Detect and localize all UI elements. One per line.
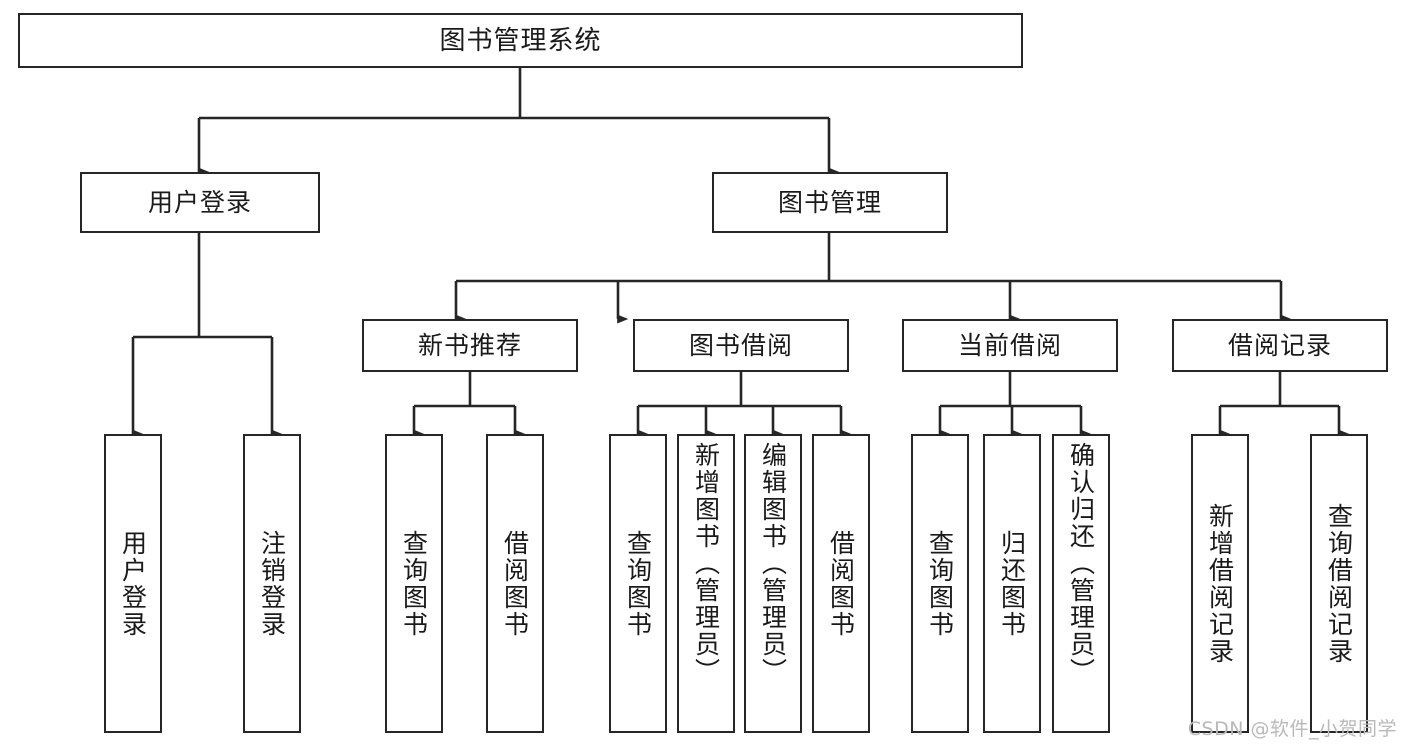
node-leaf-borrow-book-2[interactable]: 借阅图书	[812, 434, 870, 733]
node-leaf-query-book-3[interactable]: 查询图书	[911, 434, 969, 733]
node-book-manage[interactable]: 图书管理	[712, 172, 948, 233]
node-leaf-user-login-label: 用户登录	[118, 529, 148, 638]
node-leaf-borrow-book-1[interactable]: 借阅图书	[486, 434, 544, 733]
node-leaf-query-book-1-label: 查询图书	[399, 529, 429, 638]
node-leaf-confirm-return-label: 确认归还（管理员）	[1066, 442, 1096, 685]
node-book-borrow-label: 图书借阅	[688, 331, 793, 360]
node-root-label: 图书管理系统	[439, 25, 602, 56]
node-leaf-borrow-book-1-label: 借阅图书	[500, 529, 530, 638]
node-borrow-record[interactable]: 借阅记录	[1172, 319, 1388, 372]
node-leaf-confirm-return[interactable]: 确认归还（管理员）	[1052, 434, 1110, 733]
node-leaf-edit-book-admin-label: 编辑图书（管理员）	[758, 442, 788, 685]
node-leaf-borrow-book-2-label: 借阅图书	[826, 529, 856, 638]
node-leaf-logout[interactable]: 注销登录	[243, 434, 301, 733]
csdn-watermark: CSDN @软件_小贺同学	[1187, 718, 1397, 740]
node-user-login-label: 用户登录	[147, 188, 252, 217]
node-leaf-query-book-3-label: 查询图书	[925, 529, 955, 638]
node-leaf-return-book[interactable]: 归还图书	[983, 434, 1041, 733]
node-leaf-add-record-label: 新增借阅记录	[1205, 502, 1235, 665]
node-leaf-add-book-admin[interactable]: 新增图书（管理员）	[677, 434, 735, 733]
node-book-borrow[interactable]: 图书借阅	[633, 319, 849, 372]
node-current-borrow[interactable]: 当前借阅	[902, 319, 1118, 372]
node-new-book-recommend-label: 新书推荐	[417, 331, 522, 360]
node-leaf-query-book-2[interactable]: 查询图书	[609, 434, 667, 733]
node-leaf-add-book-admin-label: 新增图书（管理员）	[691, 442, 721, 685]
node-current-borrow-label: 当前借阅	[957, 331, 1062, 360]
node-leaf-return-book-label: 归还图书	[997, 529, 1027, 638]
node-leaf-user-login[interactable]: 用户登录	[104, 434, 162, 733]
node-user-login[interactable]: 用户登录	[80, 172, 320, 233]
node-leaf-edit-book-admin[interactable]: 编辑图书（管理员）	[744, 434, 802, 733]
node-book-manage-label: 图书管理	[777, 188, 882, 217]
node-borrow-record-label: 借阅记录	[1227, 331, 1332, 360]
node-leaf-query-book-1[interactable]: 查询图书	[385, 434, 443, 733]
node-leaf-query-record[interactable]: 查询借阅记录	[1310, 434, 1368, 733]
node-new-book-recommend[interactable]: 新书推荐	[362, 319, 578, 372]
node-leaf-add-record[interactable]: 新增借阅记录	[1191, 434, 1249, 733]
node-root[interactable]: 图书管理系统	[18, 13, 1023, 68]
node-leaf-query-record-label: 查询借阅记录	[1324, 502, 1354, 665]
node-leaf-logout-label: 注销登录	[257, 529, 287, 638]
node-leaf-query-book-2-label: 查询图书	[623, 529, 653, 638]
